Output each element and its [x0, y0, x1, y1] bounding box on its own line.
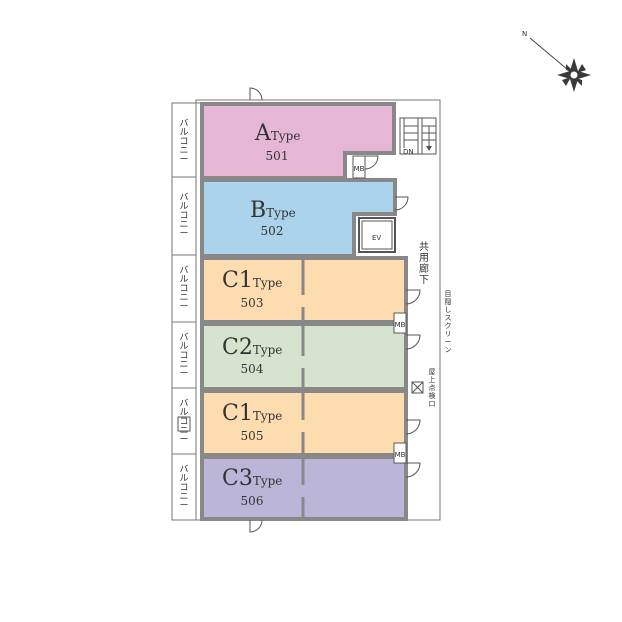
mb-box-2: MB [393, 312, 407, 334]
balcony-label: バ [179, 464, 188, 475]
balcony-label: ニ [179, 426, 188, 436]
unit-type-label: C2Type [222, 335, 282, 360]
unit-type-label: BType [250, 198, 296, 223]
balcony-label: ー [179, 155, 188, 165]
svg-text:MB: MB [395, 321, 406, 329]
balcony-label: バ [179, 398, 188, 409]
balcony-label: コ [179, 417, 188, 427]
door-swings [249, 87, 421, 533]
screen-label: リ [445, 330, 452, 338]
corridor-label: 用 [419, 253, 429, 264]
screen-label: ン [445, 346, 452, 354]
balcony-label: ル [179, 275, 188, 285]
balcony-label: ニ [179, 360, 188, 370]
unit-type-label: C3Type [222, 466, 282, 491]
balcony-label: ル [179, 408, 188, 418]
balcony-label: ー [179, 501, 188, 511]
unit-type-word: Type [271, 129, 301, 143]
roof-hatch-label: 上 [429, 375, 436, 384]
unit-letter: B [250, 198, 266, 223]
corridor-label: 共 [419, 241, 429, 253]
balcony-label: ニ [179, 492, 188, 502]
screen-label: し [445, 306, 452, 314]
roof-hatch-label: 点 [429, 384, 436, 392]
corridor-label: 下 [419, 275, 429, 286]
unit-number: 506 [241, 494, 264, 508]
unit-type-word: Type [253, 343, 283, 357]
balcony-label: バ [179, 192, 188, 203]
balcony-label: バ [179, 118, 188, 129]
balcony-strip [171, 102, 200, 521]
unit-letter: C1 [222, 401, 253, 426]
unit-506 [200, 455, 408, 521]
screen-label: 隠 [445, 297, 452, 306]
unit-number: 505 [241, 429, 264, 443]
unit-letter: A [254, 121, 272, 146]
balcony-label: ー [179, 435, 188, 445]
elevator: EV [358, 217, 396, 253]
mb-box-3: MB [393, 442, 407, 464]
screen-label: 目 [445, 290, 452, 298]
unit-number: 503 [241, 296, 264, 310]
unit-number: 502 [261, 224, 284, 238]
balcony-label: ー [179, 229, 188, 239]
unit-type-word: Type [253, 474, 283, 488]
corridor-label: 廊 [419, 262, 429, 275]
balcony-label: コ [179, 137, 188, 147]
staircase-icon: DN [399, 117, 437, 156]
unit-letter: C1 [222, 268, 253, 293]
balcony-label: コ [179, 284, 188, 294]
svg-text:MB: MB [354, 165, 365, 173]
balcony-label: バ [179, 265, 188, 276]
unit-type-word: Type [253, 409, 283, 423]
unit-letter: C3 [222, 466, 253, 491]
balcony-fixture [177, 416, 191, 432]
balcony-label: ニ [179, 146, 188, 156]
balcony-label: ニ [179, 293, 188, 303]
balcony-label: コ [179, 483, 188, 493]
balcony-label: ル [179, 474, 188, 484]
screen-label: ー [445, 338, 452, 346]
balcony-label: ル [179, 128, 188, 138]
balcony-label: コ [179, 211, 188, 221]
screen-label: ク [445, 322, 452, 330]
balcony-label: コ [179, 351, 188, 361]
roof-hatch-label: 検 [429, 391, 436, 400]
unit-type-label: C1Type [222, 268, 282, 293]
balcony-label: ー [179, 302, 188, 312]
balcony-label: バ [179, 332, 188, 343]
unit-type-word: Type [253, 276, 283, 290]
compass-rose-icon: N [522, 30, 591, 92]
balcony-label: ル [179, 342, 188, 352]
mb-box-1: MB [352, 155, 366, 179]
roof-hatch-label: 屋 [429, 368, 436, 376]
svg-text:MB: MB [395, 451, 406, 459]
unit-number: 504 [241, 362, 264, 376]
screen-label: ス [445, 314, 452, 322]
unit-type-label: AType [254, 121, 300, 146]
unit-letter: C2 [222, 335, 253, 360]
unit-type-word: Type [266, 206, 296, 220]
balcony-label: ニ [179, 220, 188, 230]
balcony-label: ー [179, 369, 188, 379]
stair-dn-label: DN [403, 148, 414, 156]
roof-hatch-label: 口 [429, 400, 436, 408]
compass-north-label: N [522, 30, 527, 38]
roof-hatch-icon [411, 381, 424, 394]
ev-label: EV [372, 234, 381, 242]
unit-type-label: C1Type [222, 401, 282, 426]
unit-number: 501 [266, 149, 289, 163]
balcony-label: ル [179, 202, 188, 212]
